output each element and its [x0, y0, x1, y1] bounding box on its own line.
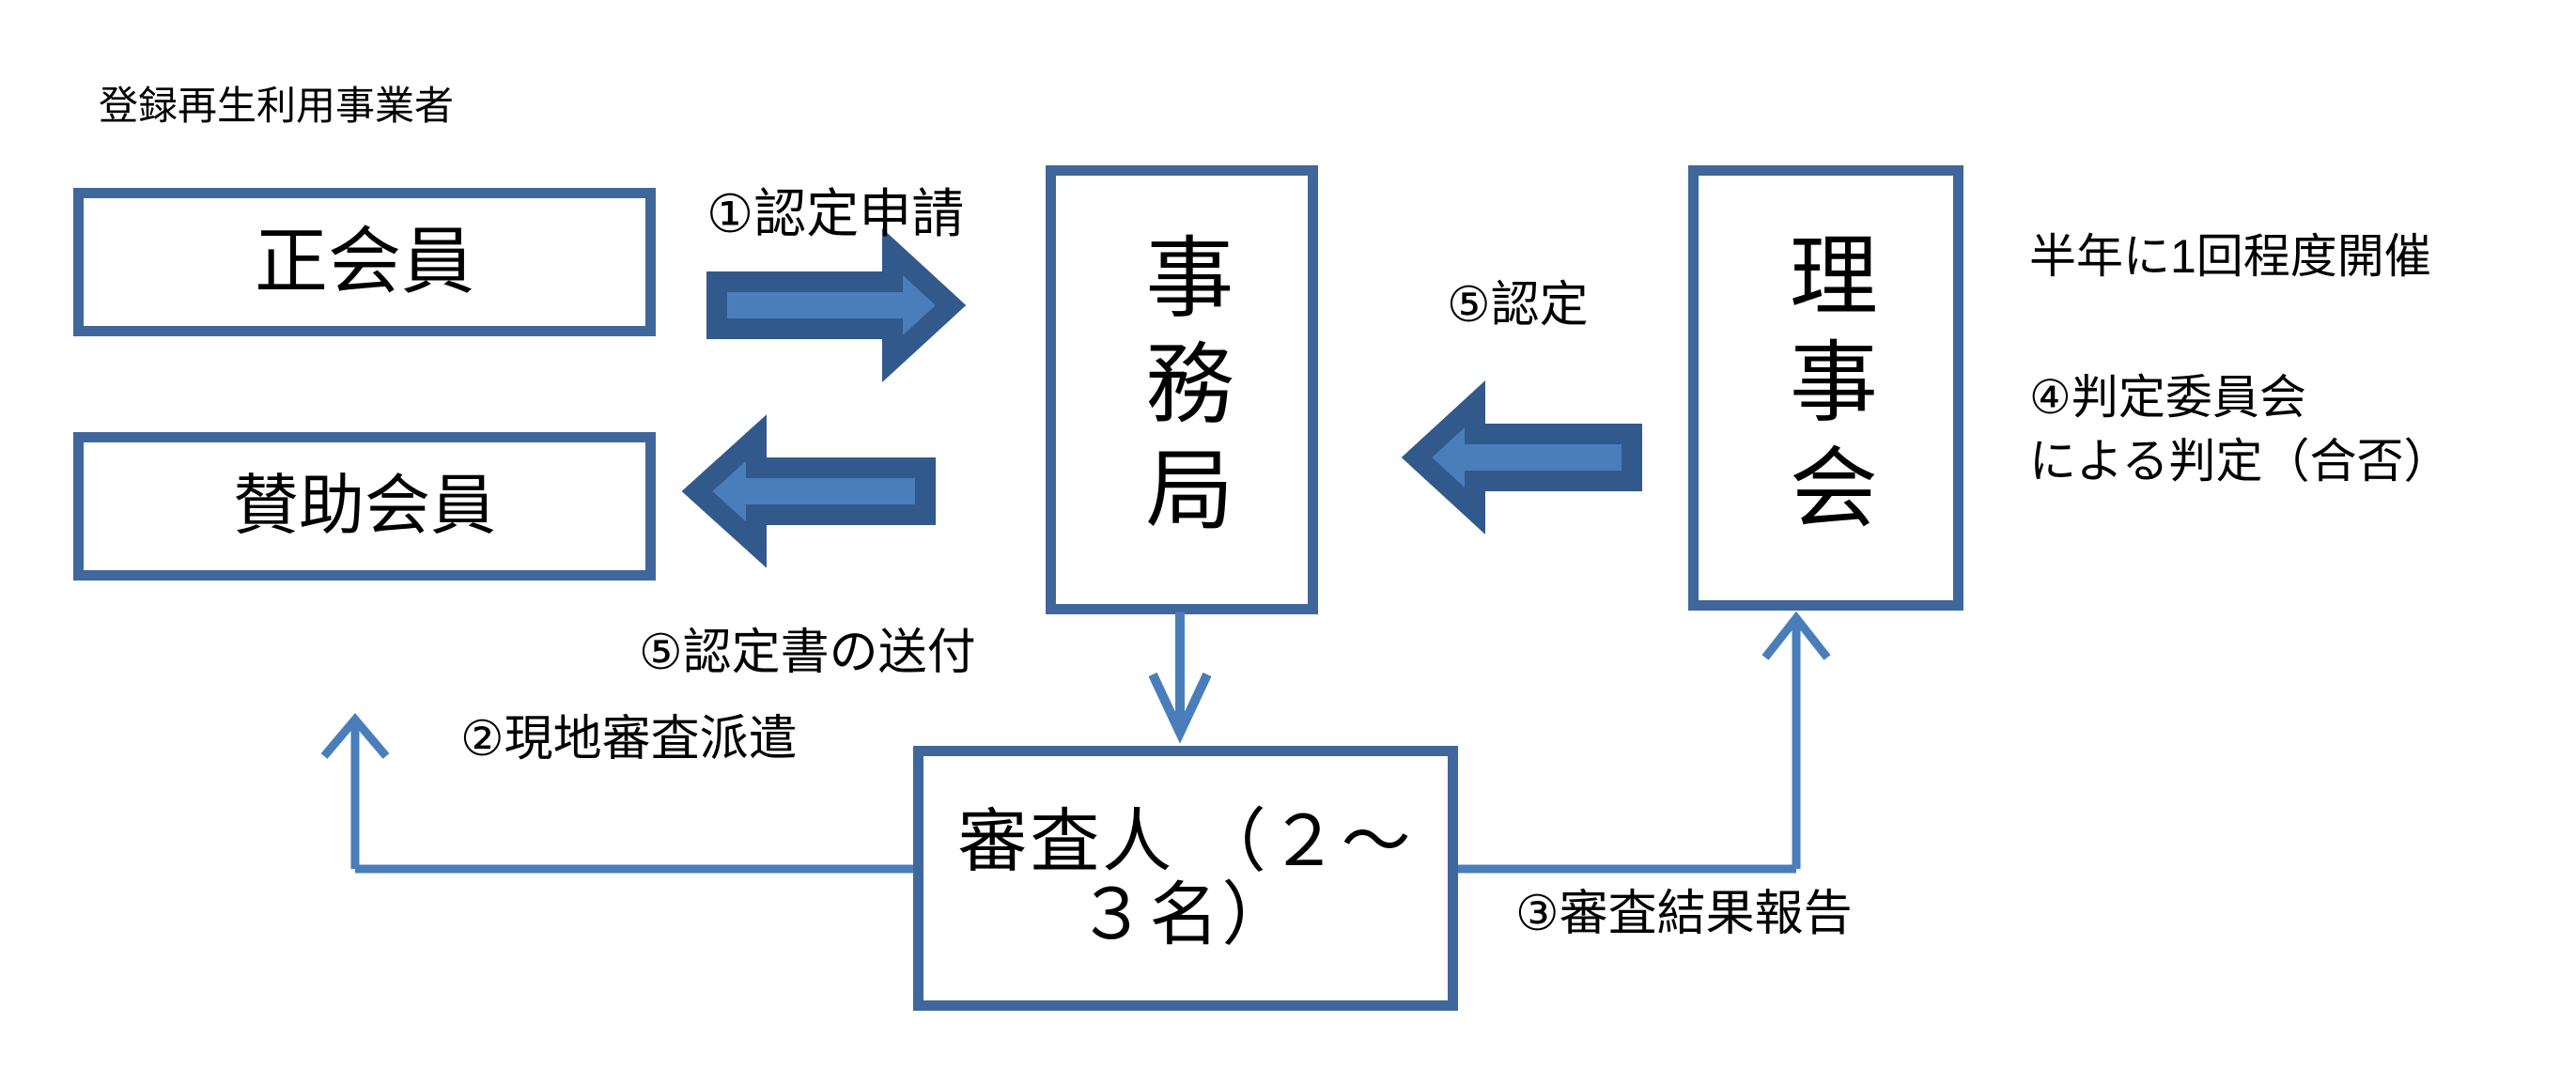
- thin-arrow-jimukyoku-to-shinsanin: [1148, 612, 1212, 744]
- annotation-step4: ④判定委員会 による判定（合否）: [2029, 371, 2451, 488]
- node-jimukyoku-label: 事務局: [1133, 230, 1233, 550]
- annotation-frequency: 半年に1回程度開催: [2029, 230, 2431, 283]
- node-shinsanin[interactable]: 審査人 （２～３名）: [913, 746, 1458, 1011]
- registered-operator-caption: 登録再生利用事業者: [99, 84, 455, 128]
- node-jimukyoku[interactable]: 事務局: [1046, 165, 1318, 614]
- node-sanjokaiin[interactable]: 賛助会員: [73, 432, 656, 581]
- flow-label-step3: ③審査結果報告: [1515, 887, 1853, 941]
- node-seikaiin[interactable]: 正会員: [73, 188, 656, 336]
- thin-arrow-step3-result-report: [1458, 611, 1831, 874]
- node-seikaiin-label: 正会員: [254, 220, 474, 303]
- flow-label-step1: ①認定申請: [706, 184, 965, 243]
- flow-label-step5a: ⑤認定: [1447, 278, 1589, 333]
- flow-label-step5b: ⑤認定書の送付: [639, 626, 976, 680]
- block-arrow-left-step5b: [681, 414, 936, 568]
- block-arrow-right-step1: [706, 227, 967, 383]
- node-rijikai[interactable]: 理事会: [1688, 165, 1963, 611]
- node-shinsanin-label: 審査人 （２～３名）: [957, 802, 1414, 953]
- node-sanjokaiin-label: 賛助会員: [233, 469, 496, 543]
- block-arrow-left-step5a: [1401, 379, 1642, 535]
- flow-label-step2: ②現地審査派遣: [460, 712, 798, 767]
- node-rijikai-label: 理事会: [1777, 228, 1876, 548]
